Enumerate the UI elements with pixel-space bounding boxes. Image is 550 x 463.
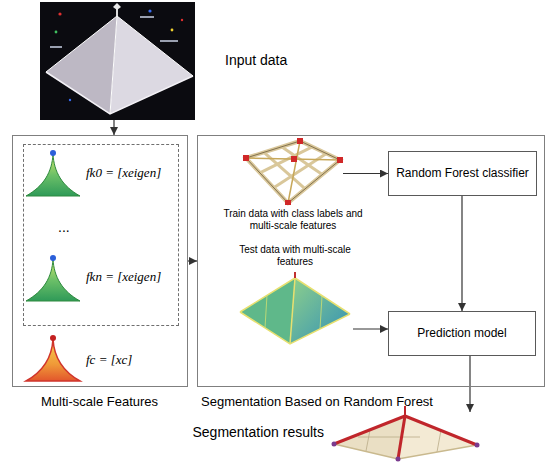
result-roof — [332, 406, 480, 462]
drawing-line — [358, 437, 420, 438]
feature-formula: ... — [58, 219, 70, 236]
drawing-rect — [285, 200, 291, 205]
drawing-rect — [243, 155, 249, 161]
flow-arrow — [113, 120, 114, 135]
drawing-circle — [396, 457, 401, 462]
panel-caption: Segmentation Based on Random Forest — [201, 394, 433, 410]
text-holder: fkn = [xeigen] — [86, 269, 161, 285]
drawing-polygon — [290, 278, 350, 344]
drawing-rect — [160, 40, 178, 42]
test-roof — [240, 272, 350, 344]
drawing-polygon — [246, 141, 340, 203]
drawing-line — [320, 296, 322, 329]
image-caption: Train data with class labels and multi-s… — [218, 208, 368, 232]
drawing-line — [437, 430, 441, 452]
drawing-polygon — [240, 278, 295, 344]
feature-formula: fkn = [xeigen] — [86, 269, 161, 285]
text-holder: ... — [58, 219, 70, 236]
drawing-circle — [148, 9, 151, 12]
drawing-line — [334, 416, 405, 444]
drawing-rect — [40, 2, 195, 120]
image-caption: Segmentation results — [192, 424, 324, 441]
drawing-path — [26, 154, 80, 196]
feature-formula: fk0 = [xeigen] — [86, 165, 161, 181]
segmentation-panel: Segmentation Based on Random ForestTrain… — [197, 135, 545, 387]
drawing-rect — [297, 138, 303, 144]
drawing-circle — [171, 29, 174, 32]
text-holder: fk0 = [xeigen] — [86, 165, 161, 181]
feature-group: fk0 = [xeigen]... fkn = [xeigen] — [23, 144, 179, 326]
drawing-circle — [69, 99, 71, 101]
drawing-path — [26, 259, 80, 301]
drawing-polyline — [46, 72, 193, 114]
drawing-line — [294, 272, 296, 278]
image-caption: Input data — [225, 52, 287, 69]
text-holder: Segmentation results — [192, 424, 324, 441]
drawing-line — [265, 295, 267, 328]
drawing-line — [46, 16, 117, 72]
drawing-line — [110, 16, 117, 114]
drawing-polygon — [110, 16, 193, 114]
drawing-circle — [475, 443, 480, 448]
train-data-image: Train data with class labels and multi-s… — [243, 140, 343, 206]
drawing-circle — [55, 31, 58, 34]
text-holder: Train data with class labels and multi-s… — [218, 208, 368, 232]
drawing-polyline — [240, 312, 350, 344]
drawing-polyline — [334, 444, 477, 459]
text-holder: Segmentation Based on Random Forest — [201, 394, 433, 410]
drawing-circle — [50, 335, 56, 341]
label-holder: fc = [xc] — [86, 352, 132, 368]
feature-formula: fc = [xc] — [86, 352, 132, 368]
flow-arrow — [461, 196, 462, 311]
input-photo — [40, 2, 195, 120]
image-caption: Test data with multi-scale features — [220, 244, 370, 268]
drawing-rect — [291, 156, 297, 162]
train-framework — [243, 138, 343, 205]
results-image: Segmentation results — [330, 412, 480, 460]
drawing-path — [26, 339, 80, 381]
feature-profile — [26, 150, 80, 196]
flow-arrow — [343, 173, 388, 174]
drawing-rect — [337, 157, 343, 163]
drawing-line — [240, 278, 295, 312]
drawing-circle — [50, 255, 56, 261]
text-holder: Input data — [225, 52, 287, 69]
box-label: Random Forest classifier — [396, 166, 529, 180]
text-holder: Test data with multi-scale features — [220, 244, 370, 268]
test-data-image: Test data with multi-scale features — [238, 272, 353, 347]
drawing-line — [366, 430, 370, 451]
flow-arrow — [469, 356, 470, 412]
input-image: Input data — [40, 2, 195, 120]
flow-arrow — [353, 328, 388, 329]
drawing-polygon — [246, 141, 340, 203]
panel-caption: Multi-scale Features — [41, 394, 158, 410]
process-box: Prediction model — [388, 311, 536, 356]
flow-arrow — [188, 260, 197, 261]
drawing-rect — [140, 16, 154, 18]
drawing-line — [117, 16, 193, 76]
drawing-circle — [50, 150, 56, 156]
text-holder: Multi-scale Features — [41, 394, 158, 410]
feature-profile — [26, 335, 80, 381]
drawing-circle — [181, 19, 183, 21]
box-label: Prediction model — [417, 326, 506, 340]
drawing-polygon — [46, 16, 117, 114]
drawing-line — [288, 141, 300, 203]
drawing-line — [290, 278, 295, 344]
drawing-circle — [58, 12, 61, 15]
drawing-circle — [332, 442, 337, 447]
drawing-rect — [50, 46, 62, 48]
drawing-line — [405, 416, 477, 445]
process-box: Random Forest classifier — [388, 151, 537, 196]
feature-panel: Multi-scale Featuresfk0 = [xeigen]...fkn… — [12, 135, 188, 387]
feature-profile — [26, 255, 80, 301]
drawing-line — [398, 416, 405, 459]
drawing-polygon — [113, 3, 121, 10]
drawing-line — [295, 278, 350, 314]
